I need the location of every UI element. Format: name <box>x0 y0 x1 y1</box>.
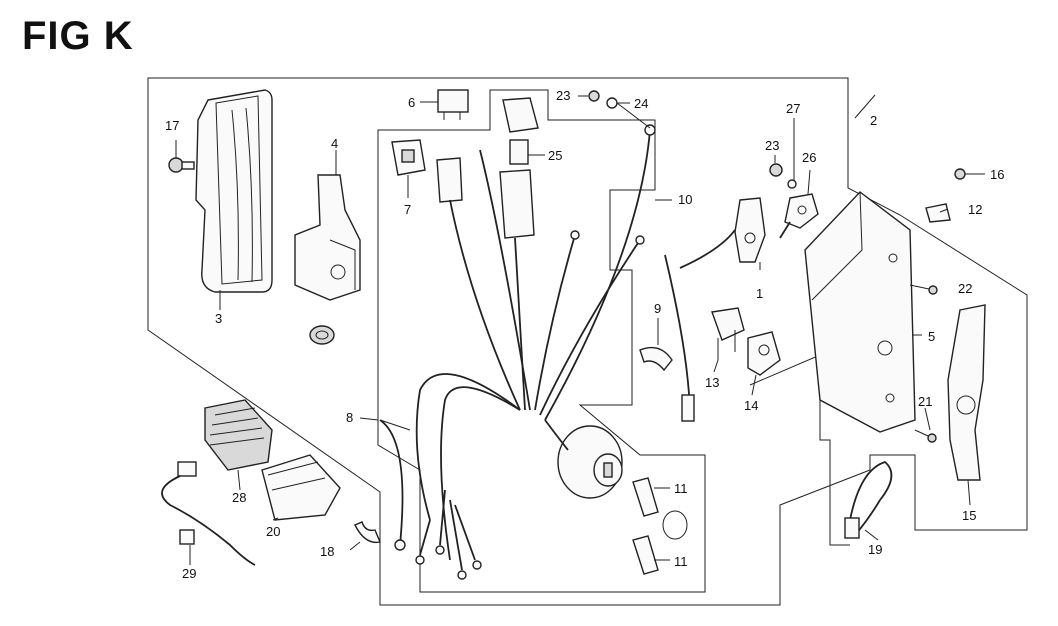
callout-8: 8 <box>346 410 353 425</box>
part-6-relay <box>420 89 469 120</box>
wire-harness <box>415 124 656 580</box>
callout-14: 14 <box>744 398 758 413</box>
callout-21: 21 <box>918 394 932 409</box>
part-23-nut-top <box>588 90 600 102</box>
part-7-connector <box>391 139 426 195</box>
callout-7: 7 <box>404 202 411 217</box>
callout-27: 27 <box>786 101 800 116</box>
part-12-clip <box>925 203 951 223</box>
part-16-bolt <box>954 168 985 180</box>
callout-23a: 23 <box>556 88 570 103</box>
callout-10: 10 <box>678 192 692 207</box>
callout-25: 25 <box>548 148 562 163</box>
ignition-switch <box>544 419 623 499</box>
callout-18: 18 <box>320 544 334 559</box>
part-3-side-cover <box>195 89 273 293</box>
part-19-band <box>844 460 893 539</box>
part-4-bracket <box>294 150 361 301</box>
part-21-screw <box>914 429 937 443</box>
callout-17: 17 <box>165 118 179 133</box>
callout-15: 15 <box>962 508 976 523</box>
part-23-nut-right <box>769 163 783 177</box>
part-29-lead <box>161 461 256 566</box>
part-24-washer <box>606 97 651 129</box>
group-outlines <box>147 77 1028 606</box>
part-25-fuse <box>502 97 545 165</box>
callout-11a: 11 <box>674 481 688 496</box>
part-28-regulator <box>204 399 273 471</box>
part-14-diode <box>747 331 781 376</box>
callout-22: 22 <box>958 281 972 296</box>
callout-26: 26 <box>802 150 816 165</box>
grommet <box>309 325 335 345</box>
part-8-ground-wire <box>379 419 411 551</box>
part-20-block <box>261 454 341 521</box>
part-27-washer <box>787 179 797 189</box>
callout-24: 24 <box>634 96 648 111</box>
part-9-clamp <box>639 346 673 372</box>
callout-11b: 11 <box>674 554 688 569</box>
callout-labels: 1 2 3 4 5 6 7 8 9 10 11 11 12 13 14 15 1… <box>165 88 1004 581</box>
callout-28: 28 <box>232 490 246 505</box>
part-10-wire <box>664 229 736 422</box>
part-22-screw <box>909 284 938 295</box>
callout-12: 12 <box>968 202 982 217</box>
callout-4: 4 <box>331 136 338 151</box>
part-13-terminal <box>711 307 745 360</box>
callout-16: 16 <box>990 167 1004 182</box>
part-11-key <box>632 477 688 575</box>
callout-2: 2 <box>870 113 877 128</box>
callout-19: 19 <box>868 542 882 557</box>
callout-5: 5 <box>928 329 935 344</box>
part-26-sensor <box>779 193 819 239</box>
callout-29: 29 <box>182 566 196 581</box>
callout-20: 20 <box>266 524 280 539</box>
callout-13: 13 <box>705 375 719 390</box>
callout-9: 9 <box>654 301 661 316</box>
callout-3: 3 <box>215 311 222 326</box>
figure-title: FIG K <box>22 14 134 58</box>
leader-lines <box>189 95 971 565</box>
part-17-screw <box>168 140 195 173</box>
part-2-control-panel <box>804 94 916 433</box>
part-18-clip <box>354 521 381 544</box>
part-1-switch <box>734 197 766 263</box>
callout-6: 6 <box>408 95 415 110</box>
callout-1: 1 <box>756 286 763 301</box>
part-15-plate <box>947 304 986 481</box>
callout-23b: 23 <box>765 138 779 153</box>
